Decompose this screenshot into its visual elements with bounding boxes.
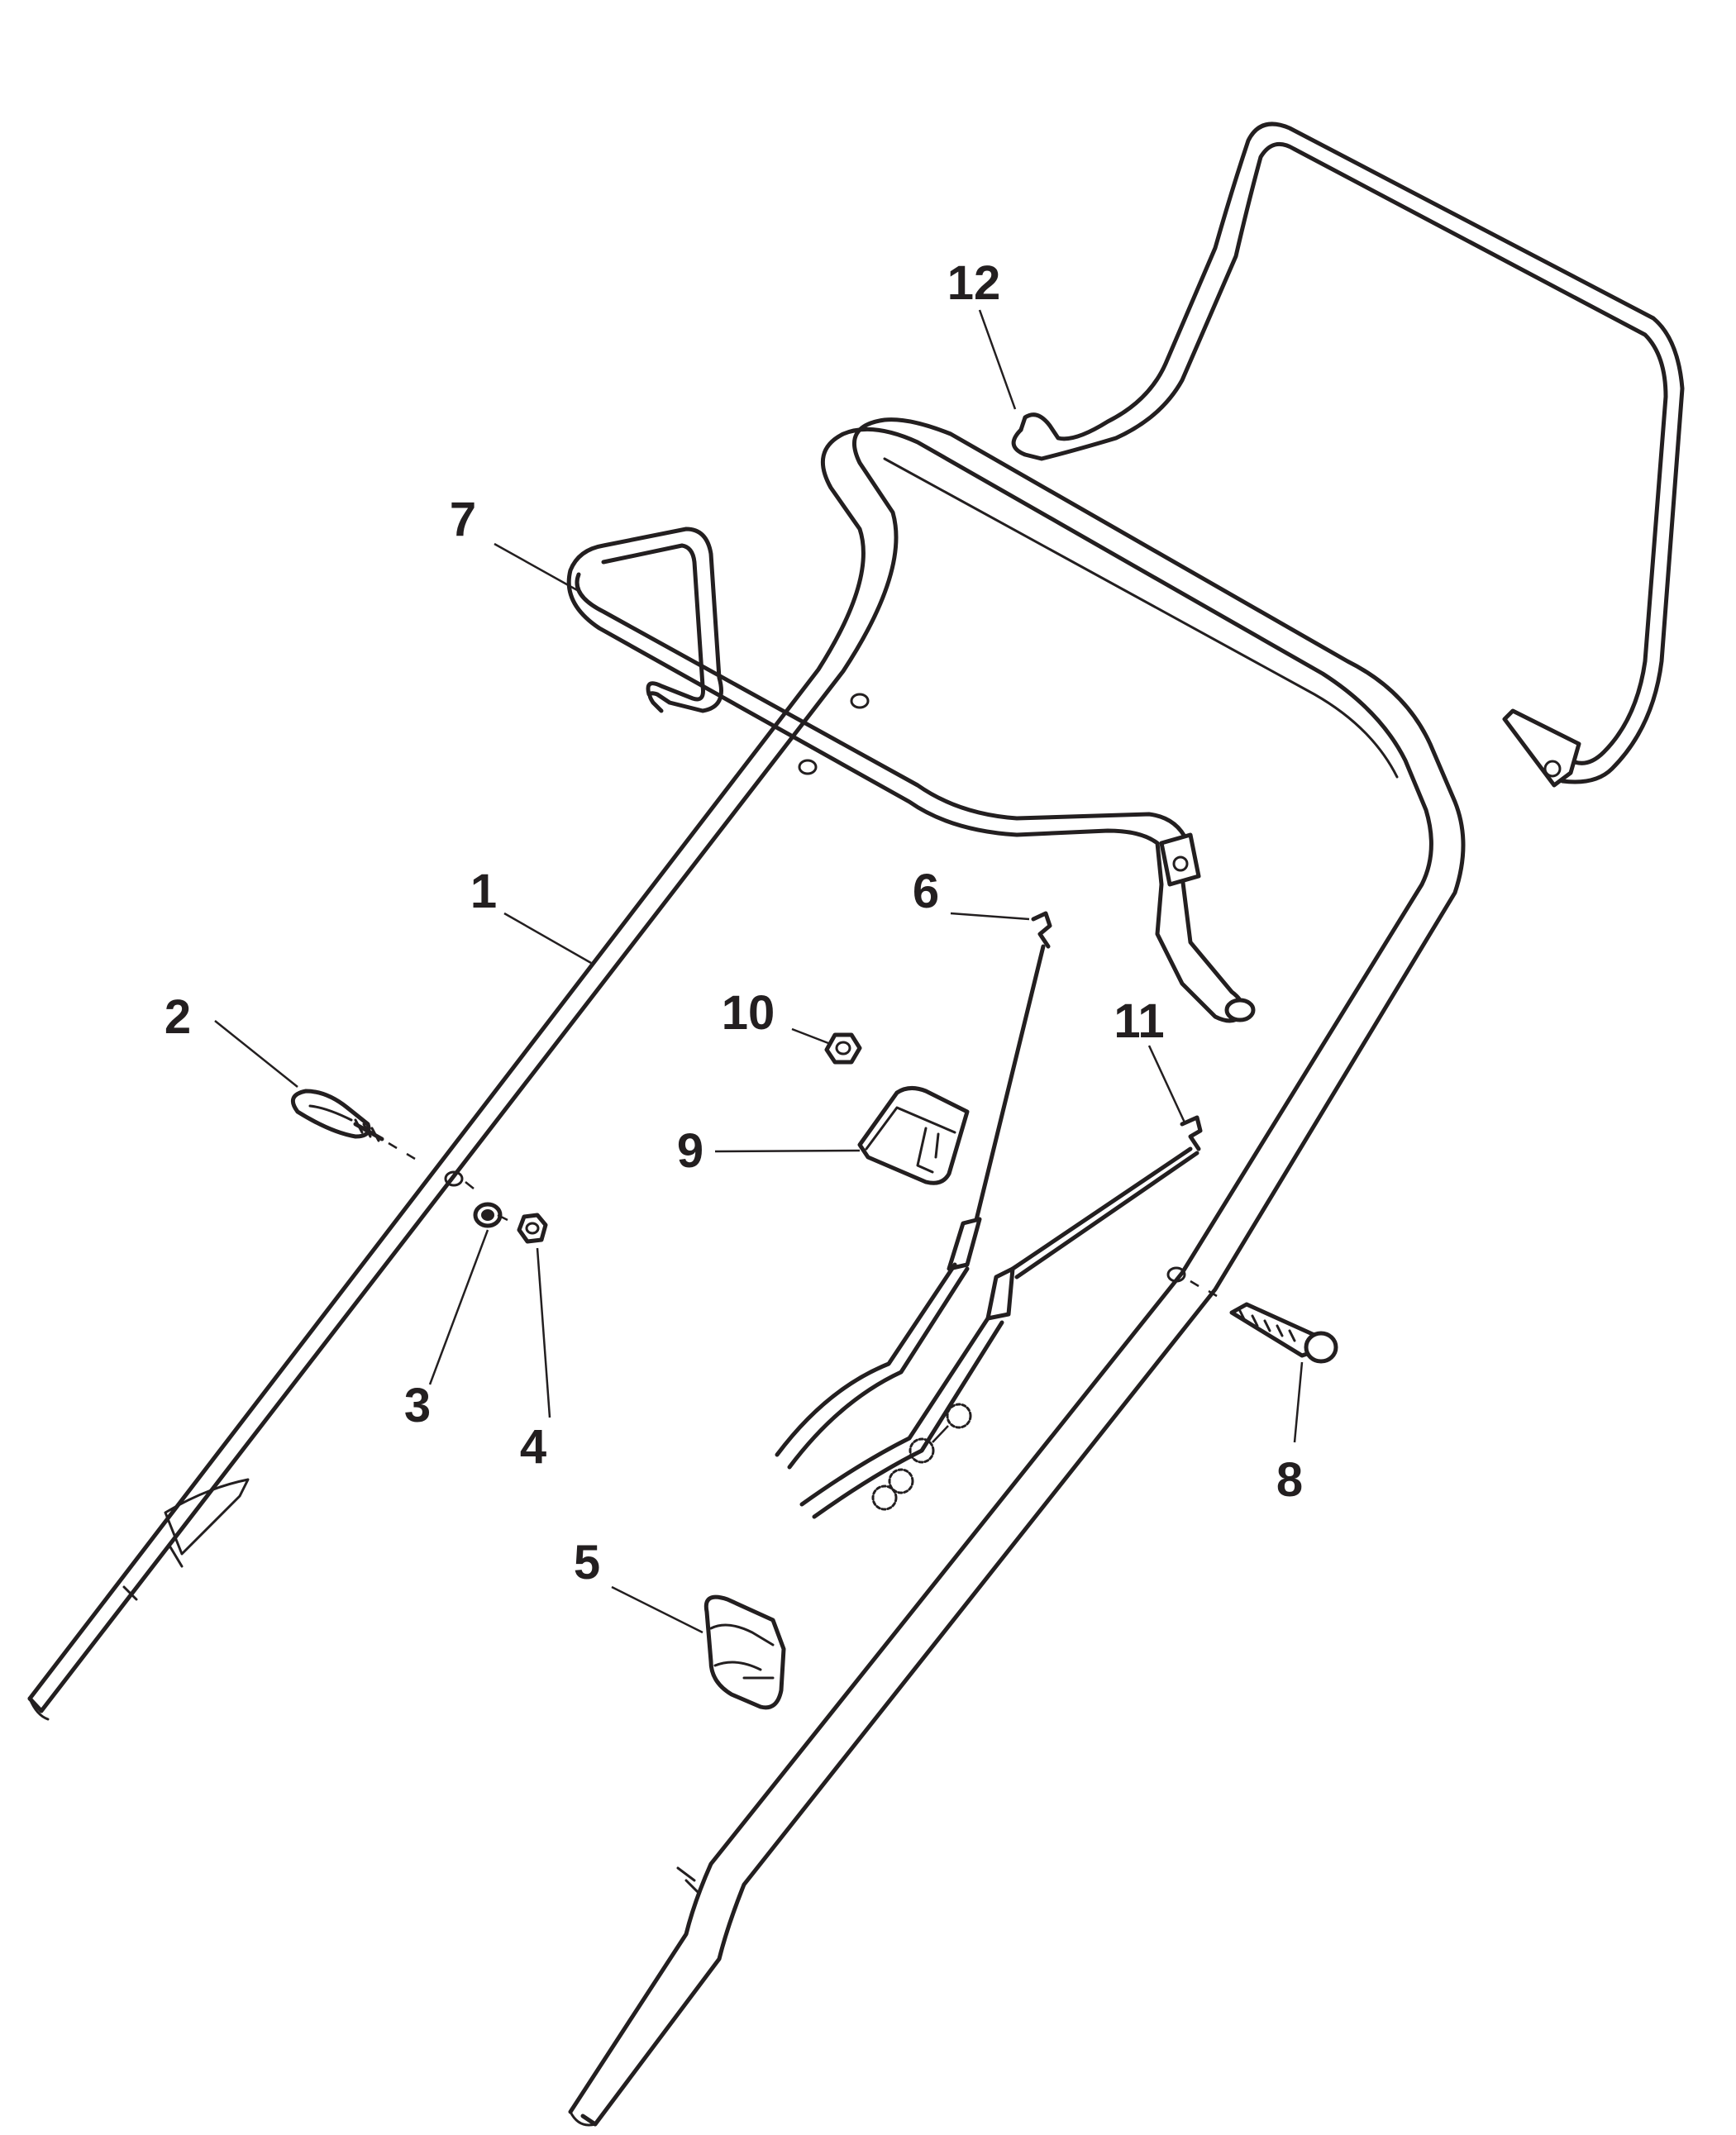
callout-8: 8 [1276, 1453, 1303, 1507]
part-3-washer [473, 1202, 503, 1228]
callout-2: 2 [165, 990, 191, 1044]
cable-adjuster-cogs [871, 1403, 972, 1511]
callout-3: 3 [404, 1379, 431, 1432]
callout-12: 12 [947, 256, 1001, 310]
part-9-cable-block [857, 1086, 970, 1185]
part-4-nut [517, 1213, 548, 1244]
leader-lines [214, 309, 1304, 1634]
part-6-cable [775, 911, 1052, 1470]
callout-7: 7 [450, 493, 476, 546]
callout-9: 9 [677, 1124, 703, 1178]
part-7-drive-lever [566, 527, 1256, 1023]
callout-4: 4 [520, 1420, 546, 1474]
assembly-axis-2-3-4 [465, 1181, 508, 1222]
part-5-cable-clip [703, 1594, 786, 1710]
part-11-cable [799, 1115, 1203, 1519]
callout-1: 1 [470, 865, 497, 918]
part-8-bolt [1190, 1280, 1338, 1364]
callout-11: 11 [1114, 994, 1164, 1048]
callout-10: 10 [722, 986, 775, 1040]
part-10-nut [824, 1032, 862, 1065]
callout-labels: 1 2 3 4 5 6 7 8 9 10 11 12 [165, 256, 1303, 1589]
part-12-upper-bail [1011, 122, 1685, 788]
part-2-eye-bolt [290, 1089, 416, 1160]
part-1-handle-frame [27, 417, 1466, 2127]
callout-6: 6 [913, 865, 939, 918]
callout-5: 5 [574, 1536, 600, 1589]
